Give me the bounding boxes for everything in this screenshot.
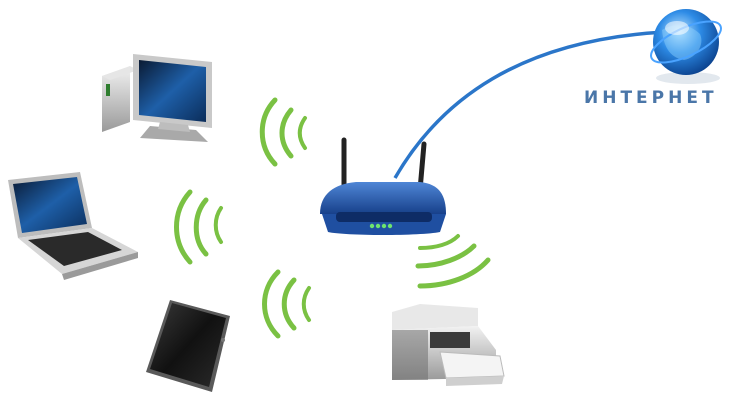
printer-icon	[392, 304, 505, 386]
wireless-router-icon	[320, 137, 446, 235]
internet-globe-icon	[650, 9, 722, 84]
wifi-waves-tablet	[262, 269, 311, 339]
tablet-icon	[146, 300, 230, 392]
internet-label: ИНТЕРНЕТ	[584, 88, 718, 108]
wifi-waves-desktop	[259, 97, 307, 167]
wifi-waves-printer	[415, 234, 491, 289]
wifi-waves-laptop	[174, 189, 223, 265]
laptop-icon	[8, 172, 138, 280]
desktop-computer-icon	[102, 54, 212, 142]
internet-cable	[393, 30, 666, 179]
